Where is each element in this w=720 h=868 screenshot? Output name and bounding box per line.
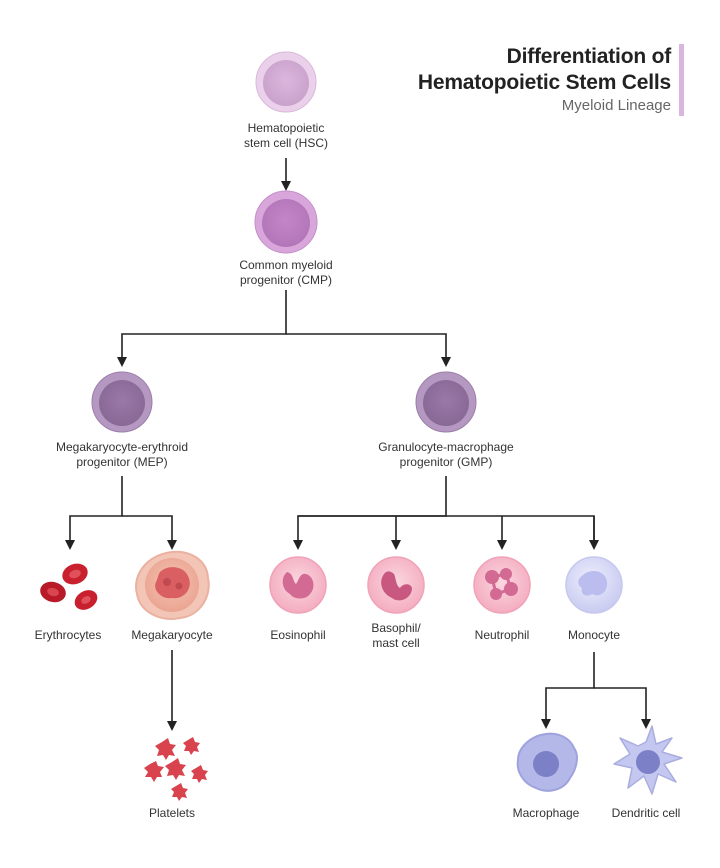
arrow-mep-erythrocytes [65,476,123,550]
arrow-monocyte-macrophage [541,652,595,729]
erythrocytes-label: Erythrocytes [34,628,102,642]
eosinophil-label: Eosinophil [270,628,326,642]
arrow-monocyte-dendritic [594,687,651,729]
neutrophil-cell [473,556,531,614]
title-line-2: Hematopoietic Stem Cells [417,71,671,94]
title-line-1: Differentiation of [506,45,672,68]
monocyte-label: Monocyte [567,628,621,642]
megakaryocyte-cell [135,550,210,620]
gmp-cell [415,371,477,433]
subtitle: Myeloid Lineage [561,97,671,114]
hsc-label: Hematopoietic stem cell (HSC) [243,121,329,150]
arrow-mep-megakaryocyte [122,515,177,550]
megakaryocyte-label: Megakaryocyte [131,628,213,642]
macrophage-label: Macrophage [512,806,580,820]
dendritic-cell-label: Dendritic cell [611,806,681,820]
arrow-gmp-eosinophil [293,476,447,550]
platelets-cells [144,737,208,801]
basophil-label: Basophil/ mast cell [371,621,421,650]
gmp-label: Granulocyte-macrophage progenitor (GMP) [378,440,514,469]
hsc-cell [255,51,317,113]
title-block: Differentiation of Hematopoietic Stem Ce… [418,44,684,116]
platelets-label: Platelets [148,806,196,820]
mep-label: Megakaryocyte-erythroid progenitor (MEP) [55,440,189,469]
monocyte-cell [565,556,623,614]
neutrophil-label: Neutrophil [474,628,530,642]
eosinophil-cell [269,556,327,614]
macrophage-cell [516,732,578,792]
mep-cell [91,371,153,433]
cmp-cell [254,190,318,254]
connectors [65,158,651,731]
cmp-label: Common myeloid progenitor (CMP) [239,258,333,287]
erythrocytes-cells [40,563,98,610]
arrow-cmp-mep [117,290,287,367]
dendritic-cell [613,725,683,795]
basophil-cell [367,556,425,614]
arrow-cmp-gmp [286,333,451,367]
gmp-branch-bar [298,515,595,545]
